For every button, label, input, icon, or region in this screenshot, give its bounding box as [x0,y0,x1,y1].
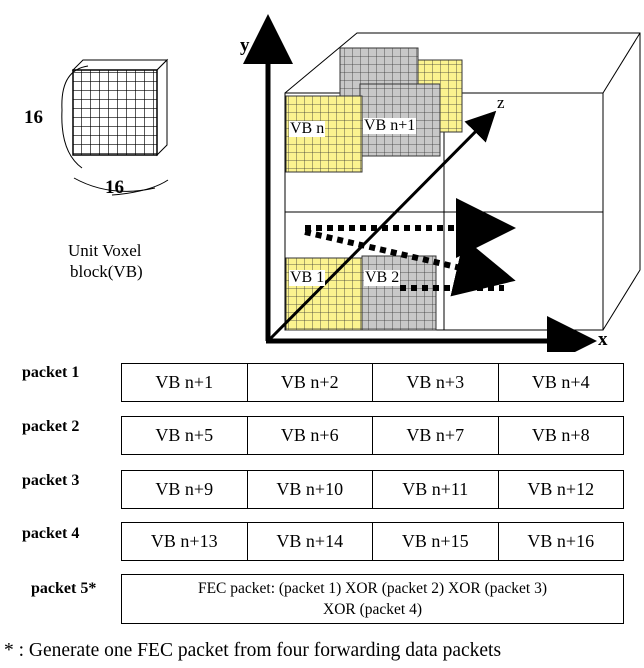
packet-row-3: VB n+9 VB n+10 VB n+11 VB n+12 [121,470,624,509]
axis-label-x: x [598,329,608,350]
voxel-diagram [61,14,641,352]
unit-voxel-caption-line1: Unit Voxel [68,241,142,260]
packet-cell: VB n+3 [372,364,498,401]
packet-row-4: VB n+13 VB n+14 VB n+15 VB n+16 [121,522,624,561]
fec-line-1: FEC packet: (packet 1) XOR (packet 2) XO… [197,580,548,597]
dimension-label-vertical: 16 [24,107,43,128]
packet-cell: VB n+12 [497,471,624,508]
fec-line-2: XOR (packet 4) [323,601,422,618]
packet-cell: VB n+5 [155,425,214,445]
packet-cell: VB n+4 [497,364,624,401]
axis-label-y: y [240,35,250,56]
axis-label-z: z [497,93,505,112]
packet-cell: VB n+6 [246,417,373,454]
packet-cell: VB n+14 [246,523,373,560]
packet-label-1: packet 1 [22,364,80,381]
unit-voxel-block [61,58,169,196]
footnote: * : Generate one FEC packet from four fo… [4,640,502,661]
packet-cell: VB n+11 [372,471,498,508]
packet-label-2: packet 2 [22,418,80,435]
packet-cell: VB n+16 [497,523,624,560]
voxel-label-vb-n1: VB n+1 [363,117,417,134]
packet-label-5: packet 5* [31,580,97,597]
packet-cell: VB n+7 [372,417,498,454]
scan-arrows [304,198,516,297]
packet-cell: VB n+10 [246,471,373,508]
voxel-stack-top [285,47,463,173]
fec-packet-box: FEC packet: (packet 1) XOR (packet 2) XO… [121,574,624,624]
packet-cell: VB n+8 [497,417,624,454]
packet-cell: VB n+1 [155,372,214,392]
voxel-label-vb-2: VB 2 [364,269,401,286]
dimension-label-horizontal: 16 [105,177,124,198]
packet-cell: VB n+9 [155,479,214,499]
voxel-label-vb-1: VB 1 [289,269,326,286]
voxel-label-vb-n: VB n [289,120,326,137]
unit-voxel-caption-line2: block(VB) [70,262,143,281]
axes [243,14,597,352]
packet-row-2: VB n+5 VB n+6 VB n+7 VB n+8 [121,416,624,455]
packet-cell: VB n+13 [150,531,218,551]
packet-row-1: VB n+1 VB n+2 VB n+3 VB n+4 [121,363,624,402]
voxel-stack-bottom [285,255,437,331]
packet-label-3: packet 3 [22,472,80,489]
packet-cell: VB n+2 [246,364,373,401]
packet-label-4: packet 4 [22,525,80,542]
packet-cell: VB n+15 [372,523,498,560]
